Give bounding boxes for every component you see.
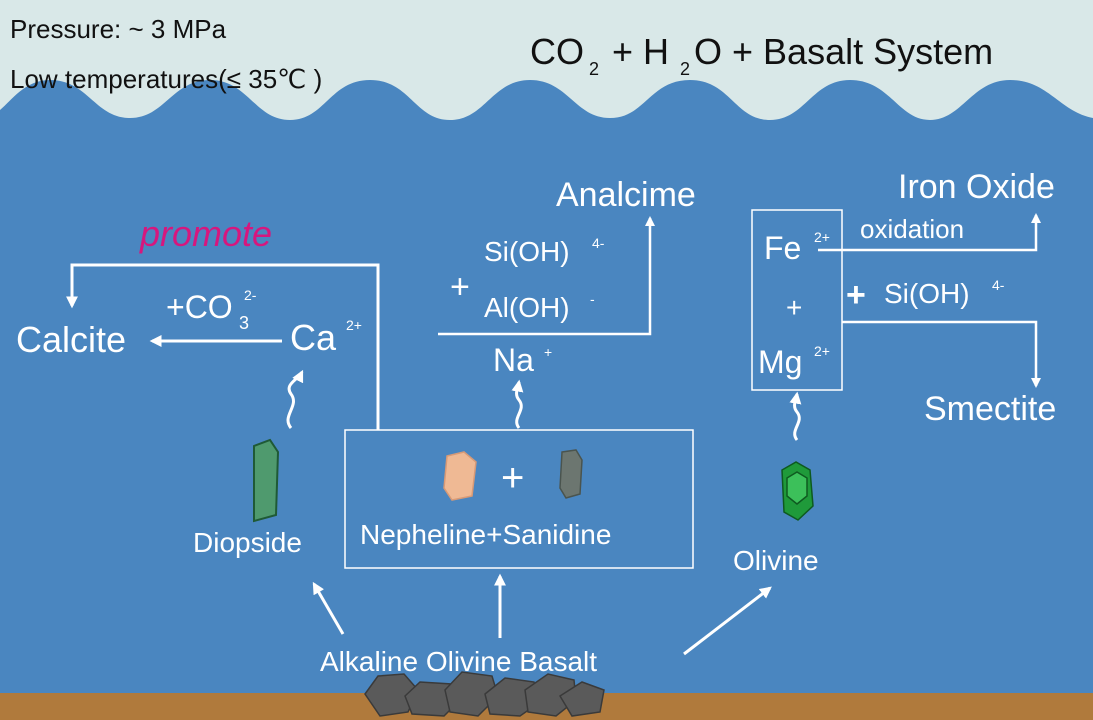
promote-arrow (66, 263, 380, 430)
iron-oxide-label: Iron Oxide (898, 168, 1055, 206)
basalt-to-olivine-arrow (683, 586, 772, 656)
title-plus-h: + H (612, 31, 670, 72)
calcite-label: Calcite (16, 319, 127, 360)
nepheline-crystal-icon (443, 451, 477, 501)
title-rest: O + Basalt System (694, 31, 994, 72)
analcime-arrow (438, 216, 655, 336)
diopside-release-arrow (286, 369, 304, 429)
right-sioh-label: Si(OH) (884, 278, 970, 309)
basalt-rocks-icon (364, 671, 605, 717)
co3-sub: 3 (239, 313, 250, 333)
aloh-label: Al(OH) (484, 292, 570, 323)
middle-plus: + (450, 268, 470, 306)
fe-sup: 2+ (814, 229, 830, 245)
nepheline-sanidine-label: Nepheline+Sanidine (360, 519, 612, 550)
temperature-label: Low temperatures(≤ 35℃ ) (10, 64, 323, 94)
basalt-label: Alkaline Olivine Basalt (320, 646, 598, 677)
fe-label: Fe (764, 230, 802, 266)
diopside-label: Diopside (193, 527, 302, 558)
analcime-label: Analcime (556, 176, 696, 214)
na-sup: + (544, 344, 553, 360)
oxidation-label: oxidation (860, 214, 965, 244)
title-h-sub: 2 (680, 59, 691, 79)
fe-mg-box (751, 209, 843, 391)
sioh-label: Si(OH) (484, 236, 570, 267)
olivine-label: Olivine (733, 545, 819, 576)
promote-label: promote (140, 213, 273, 254)
co3-sup: 2- (244, 287, 257, 303)
olivine-release-arrow (789, 391, 802, 441)
sioh-sup: 4- (592, 235, 605, 251)
nepheline-sanidine-box (344, 429, 694, 569)
smectite-label: Smectite (924, 390, 1057, 428)
ca-sup: 2+ (346, 317, 362, 333)
pressure-label: Pressure: ~ 3 MPa (10, 14, 227, 44)
right-sioh-sup: 4- (992, 277, 1005, 293)
title-co-sub: 2 (589, 59, 600, 79)
title-co: CO (530, 31, 584, 72)
right-plus: + (846, 276, 866, 314)
na-release-arrow (511, 379, 524, 429)
box-plus: + (501, 456, 525, 500)
sky-region (0, 0, 1093, 120)
olivine-crystal-icon (781, 461, 814, 521)
mg-label: Mg (758, 344, 803, 380)
co3-label: +CO (166, 289, 233, 325)
iron-oxide-arrow (818, 213, 1041, 252)
mg-sup: 2+ (814, 343, 830, 359)
na-label: Na (493, 342, 534, 378)
basalt-to-diopside-arrow (312, 581, 345, 635)
ca-label: Ca (290, 317, 337, 358)
fe-mg-plus: + (786, 292, 803, 323)
sanidine-crystal-icon (559, 449, 583, 499)
aloh-sup: - (590, 291, 595, 307)
diopside-crystal-icon (253, 438, 280, 523)
smectite-arrow (842, 320, 1041, 388)
